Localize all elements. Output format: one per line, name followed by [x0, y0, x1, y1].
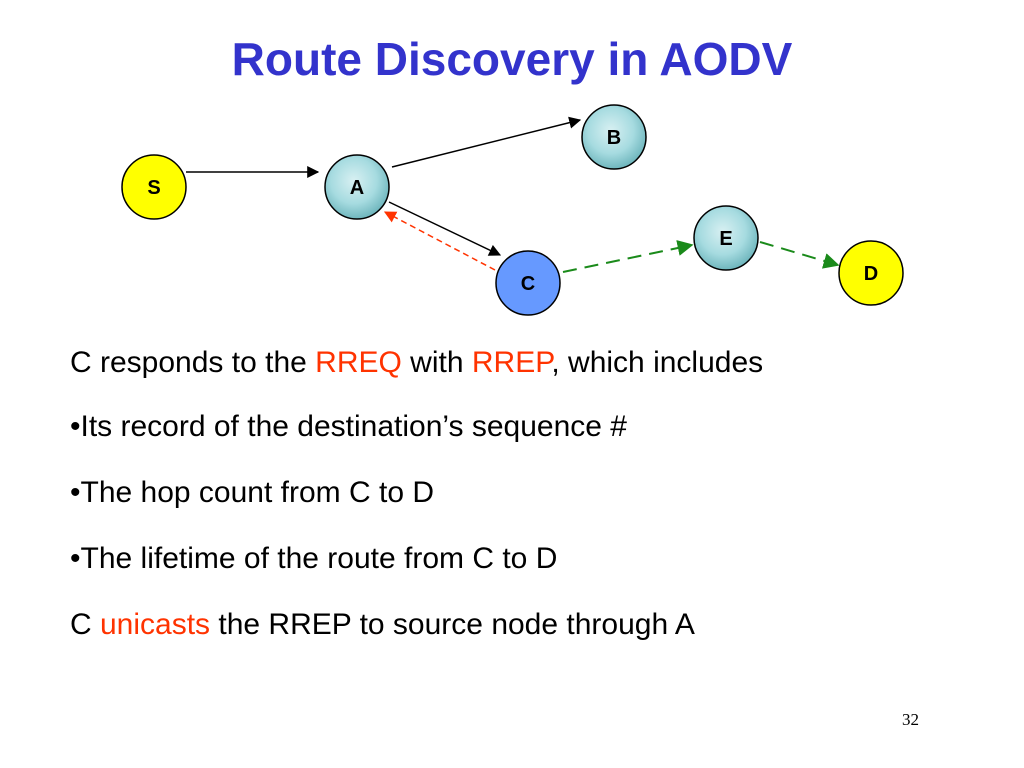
node-a: A — [324, 154, 390, 220]
edge-c-to-e — [562, 240, 694, 273]
node-b: B — [581, 104, 647, 170]
node-s-label: S — [147, 177, 160, 199]
body-line-unicast: C unicasts the RREP to source node throu… — [70, 607, 970, 643]
node-d-label: D — [864, 263, 878, 285]
slide-body: C responds to the RREQ with RREP, which … — [70, 345, 970, 673]
body-text: with — [401, 346, 472, 379]
aodv-network-diagram: S A B C E D — [121, 104, 904, 316]
edge-e-to-d — [759, 241, 840, 269]
bullet-sequence-number: •Its record of the destination’s sequenc… — [70, 410, 627, 443]
slide-title: Route Discovery in AODV — [231, 33, 793, 85]
node-b-label: B — [607, 127, 621, 149]
bullet-route-lifetime: •The lifetime of the route from C to D — [70, 542, 558, 575]
node-s: S — [121, 154, 187, 220]
edge-c-to-a-rrep — [383, 211, 496, 271]
body-text: C responds to the — [70, 346, 316, 379]
unicasts-highlight: unicasts — [100, 608, 211, 641]
page-number: 32 — [902, 710, 919, 729]
body-text: , which includes — [551, 346, 764, 379]
node-e-label: E — [719, 228, 732, 250]
body-line-rrep-response: C responds to the RREQ with RREP, which … — [70, 345, 970, 381]
node-e: E — [693, 205, 759, 271]
body-text: the RREP to source node through A — [210, 608, 695, 641]
bullet-hop-count: •The hop count from C to D — [70, 476, 434, 509]
edge-a-to-c — [388, 201, 502, 256]
node-d: D — [838, 240, 904, 306]
rrep-highlight: RREP — [471, 346, 552, 379]
edge-a-to-b — [391, 116, 582, 168]
body-text: C — [70, 608, 100, 641]
node-c-label: C — [521, 273, 535, 295]
node-c: C — [495, 250, 561, 316]
rreq-highlight: RREQ — [315, 346, 402, 379]
node-a-label: A — [350, 177, 364, 199]
